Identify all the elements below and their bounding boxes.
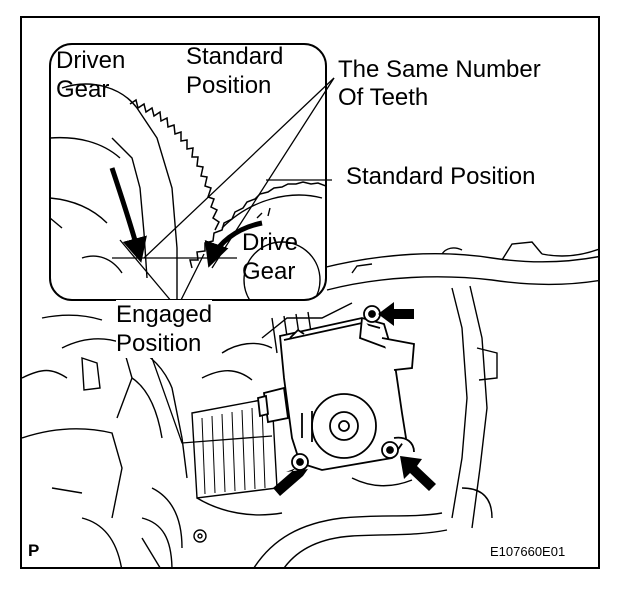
arrow-icon	[273, 302, 436, 496]
drive-gear-label: Drive Gear	[242, 229, 299, 285]
driven-gear-label: Driven Gear	[56, 47, 126, 103]
figure-frame: Driven Gear Standard Position The Same N…	[20, 16, 600, 569]
standard-position-label: Standard Position	[346, 162, 536, 191]
leader-lines	[119, 77, 335, 444]
corner-mark: P	[28, 541, 40, 560]
illustration	[22, 43, 598, 567]
actuator-motor	[257, 305, 415, 471]
same-number-of-teeth-label: The Same Number Of Teeth	[338, 56, 541, 112]
engaged-position-label: Engaged Position	[116, 300, 213, 358]
gear-detail	[50, 83, 326, 300]
standard-position-inset-label: Standard Position	[186, 43, 284, 99]
figure-code: E107660E01	[490, 544, 566, 559]
